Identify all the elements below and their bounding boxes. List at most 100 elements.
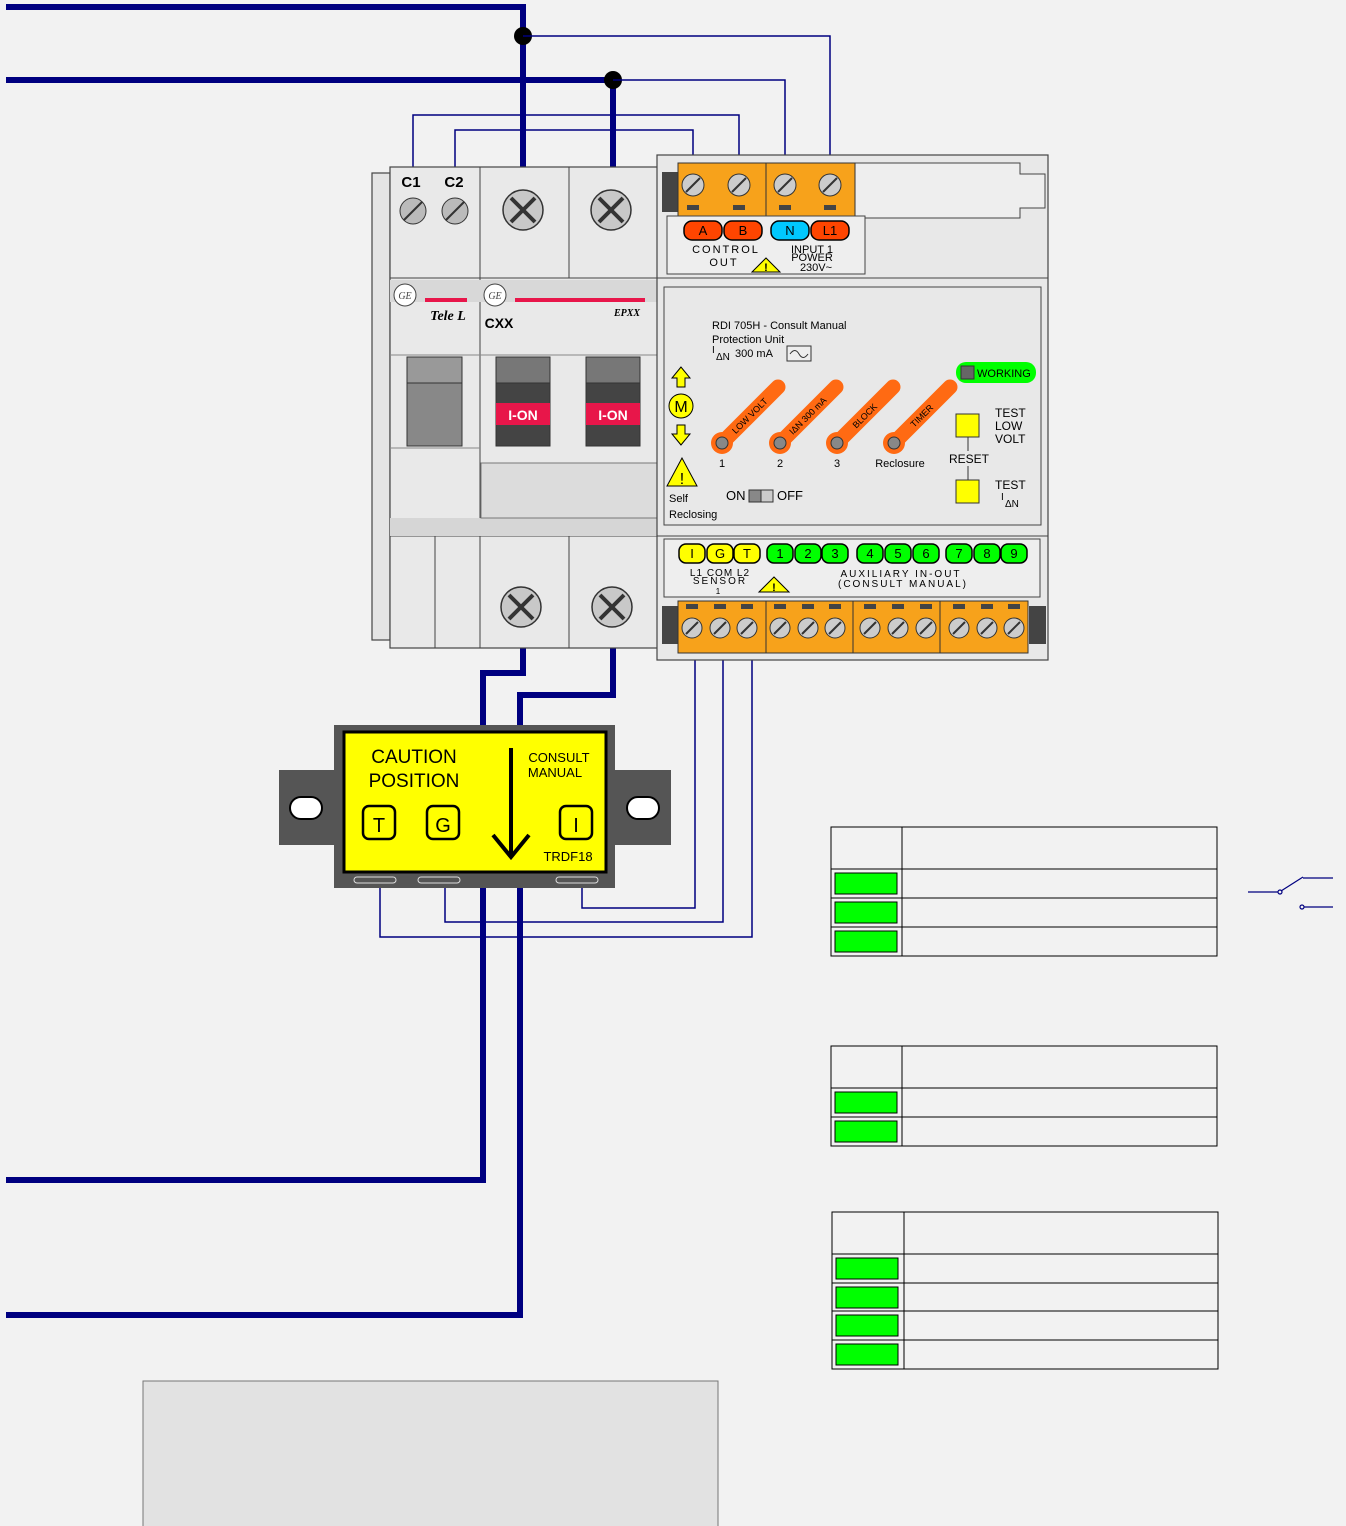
arrow-up-icon: [670, 366, 692, 388]
sensor-terminal-t: T: [361, 804, 397, 841]
motor-letter: M: [674, 399, 687, 416]
caution-line1: CAUTION: [371, 747, 457, 768]
breaker-lever-1[interactable]: I-ON: [495, 356, 551, 447]
test-low-volt-line2: LOW: [995, 419, 1023, 433]
tele-brand-label: Tele L: [430, 309, 466, 324]
bottom-terminal-label: 9: [1010, 546, 1017, 561]
on-label: ON: [726, 488, 746, 503]
bottom-terminal-tag: 7: [945, 543, 973, 564]
tele-lever[interactable]: [406, 356, 463, 447]
svg-text:G: G: [435, 815, 451, 837]
working-indicator: WORKING: [956, 362, 1036, 383]
test-low-volt-button[interactable]: [955, 413, 980, 438]
bottom-terminal-tag: 3: [821, 543, 849, 564]
svg-text:GE: GE: [398, 291, 411, 302]
terminal-screw-icon: [681, 173, 705, 210]
terminal-screw-icon: [887, 604, 909, 639]
terminal-screw-icon: [824, 604, 846, 639]
terminal-screw-icon: [976, 604, 998, 639]
bottom-terminal-label: 4: [866, 546, 873, 561]
bottom-terminal-label: 3: [831, 546, 838, 561]
bottom-terminal-tag: G: [706, 543, 734, 564]
mounting-hole-icon: [626, 796, 660, 820]
top-terminal-tag: B: [723, 220, 763, 241]
ge-logo-icon: GE: [393, 283, 417, 307]
sensor-terminal-g: G: [425, 804, 461, 841]
legend-swatch: [835, 1257, 899, 1280]
screw-bottom-2-icon: [591, 586, 633, 628]
top-terminal-letter: L1: [823, 223, 837, 238]
control-out-line1: CONTROL: [692, 244, 760, 256]
mounting-hole-icon: [289, 796, 323, 820]
self-reclosing-line1: Self: [669, 493, 689, 505]
bottom-terminal-tag: 6: [912, 543, 940, 564]
terminal-screw-icon: [681, 604, 703, 639]
screw-c2-icon: [441, 197, 469, 225]
bottom-terminal-label: 7: [955, 546, 962, 561]
sine-wave-icon: [786, 345, 812, 362]
off-label: OFF: [777, 488, 803, 503]
on-label-1: I-ON: [508, 407, 538, 423]
arrow-down-icon: [670, 424, 692, 446]
svg-text:GE: GE: [488, 291, 501, 302]
legend-swatch: [834, 872, 898, 895]
test-low-volt-line1: TEST: [995, 406, 1026, 420]
input-power-line3: 230V~: [800, 262, 832, 274]
bottom-terminal-label: 8: [983, 546, 990, 561]
reset-label: RESET: [949, 452, 990, 466]
ge-logo-icon: GE: [483, 283, 507, 307]
breaker-lever-2[interactable]: I-ON: [585, 356, 641, 447]
bottom-terminal-tag: 4: [856, 543, 884, 564]
bottom-terminal-tag: 1: [766, 543, 794, 564]
control-out-line2: OUT: [709, 257, 738, 269]
top-terminal-letter: B: [739, 223, 748, 238]
consult-line2: MANUAL: [528, 765, 582, 780]
tele-c2-label: C2: [444, 174, 463, 191]
top-terminal-block: [677, 162, 856, 217]
screw-top-2-icon: [590, 189, 632, 231]
consult-line1: CONSULT: [528, 750, 589, 765]
aux-line1: AUXILIARY IN-OUT: [840, 569, 961, 580]
terminal-screw-icon: [773, 173, 797, 210]
panel-rating-prefix: I: [712, 345, 715, 356]
top-terminal-letter: A: [699, 223, 708, 238]
test-idn-button[interactable]: [955, 479, 980, 504]
legend-swatch: [835, 1314, 899, 1337]
legend-table-2: [830, 1045, 1218, 1147]
warning-icon: !: [666, 456, 698, 488]
terminal-screw-icon: [1003, 604, 1025, 639]
terminal-screw-icon: [915, 604, 937, 639]
knob-number: 2: [777, 458, 783, 470]
legend-swatch: [835, 1343, 899, 1366]
terminal-screw-icon: [709, 604, 731, 639]
sensor-line2: SENSOR: [693, 576, 747, 587]
input-power-line2: POWER: [791, 252, 833, 264]
sensor-trdf18: CAUTION POSITION CONSULT MANUAL T G I TR…: [279, 725, 671, 888]
terminal-screw-icon: [818, 173, 842, 210]
cxx-label: CXX: [485, 315, 514, 331]
screw-top-1-icon: [502, 189, 544, 231]
on-off-switch[interactable]: [748, 489, 774, 503]
panel-title: RDI 705H - Consult Manual: [712, 320, 847, 332]
warning-icon: !: [757, 576, 791, 594]
on-label-2: I-ON: [598, 407, 628, 423]
input-power-line1: INPUT 1: [791, 244, 833, 256]
control-wires: [379, 35, 831, 938]
terminal-screw-icon: [859, 604, 881, 639]
bottom-terminal-label: I: [690, 546, 694, 561]
bottom-terminal-label: 5: [894, 546, 901, 561]
sensor-terminal-i: I: [558, 804, 594, 841]
bottom-terminal-tag: I: [678, 543, 706, 564]
bottom-terminal-label: 6: [922, 546, 929, 561]
legend-swatch: [835, 1286, 899, 1309]
sensor-model: TRDF18: [543, 849, 592, 864]
bottom-terminal-tag: 2: [794, 543, 822, 564]
sensor-line3: 1: [716, 587, 721, 596]
tele-c1-label: C1: [401, 174, 420, 191]
switch-symbol-icon: [1248, 876, 1333, 910]
aux-line2: (CONSULT MANUAL): [838, 579, 968, 590]
legend-table-1: [830, 826, 1218, 957]
bottom-terminal-tag: 8: [973, 543, 1001, 564]
